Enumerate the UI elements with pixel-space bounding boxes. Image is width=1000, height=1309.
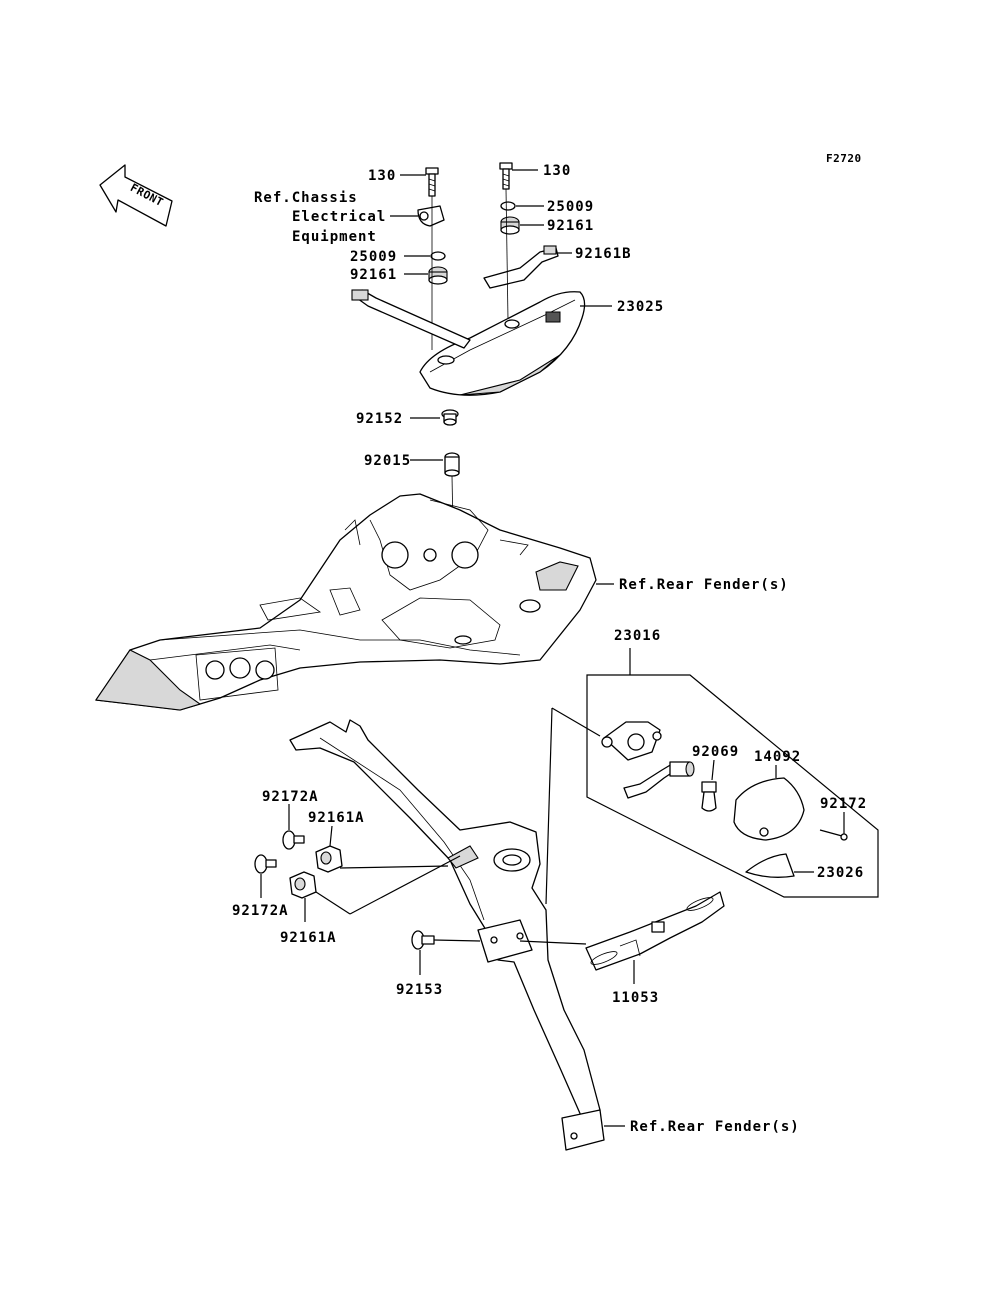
label-25009-left: 25009 (350, 249, 397, 265)
label-92161a-top: 92161A (308, 810, 365, 826)
figure-id: F2720 (826, 152, 862, 165)
screw-92172 (819, 829, 848, 841)
front-arrow-icon: FRONT (99, 164, 173, 227)
label-23025: 23025 (617, 299, 664, 315)
label-25009-right: 25009 (547, 199, 594, 215)
label-92015: 92015 (364, 453, 411, 469)
bulb-92069 (701, 781, 717, 812)
reflector-23026 (745, 853, 795, 878)
lamp-socket (623, 761, 695, 799)
label-92152: 92152 (356, 411, 403, 427)
grommet-92161a-bottom (289, 871, 317, 899)
rear-fender-body (95, 493, 597, 711)
label-92161-left: 92161 (350, 267, 397, 283)
label-92161a-bottom: 92161A (280, 930, 337, 946)
washer-25009-left (430, 251, 446, 261)
label-92069: 92069 (692, 744, 739, 760)
bracket-92161b (483, 245, 559, 289)
bolt-92153 (411, 930, 435, 950)
tail-lamp-23025 (351, 289, 586, 396)
label-92161b: 92161B (575, 246, 632, 262)
bolt-130-right (499, 162, 513, 190)
ref-rear-fender-lower: Ref.Rear Fender(s) (630, 1119, 800, 1135)
washer-25009-right (500, 201, 516, 211)
grommet-92161-left (428, 266, 448, 285)
bolt-130-left (425, 167, 439, 197)
fender-bracket (289, 719, 605, 1151)
label-11053: 11053 (612, 990, 659, 1006)
ref-rear-fender-upper: Ref.Rear Fender(s) (619, 577, 789, 593)
collar-92015 (444, 452, 460, 477)
ref-chassis-line3: Equipment (292, 229, 377, 245)
label-92172a-bottom: 92172A (232, 903, 289, 919)
grommet-92161-right (500, 216, 520, 235)
label-23016: 23016 (614, 628, 661, 644)
label-92172a-top: 92172A (262, 789, 319, 805)
grommet-92161a-top (315, 845, 343, 873)
label-130-left: 130 (368, 168, 396, 184)
label-92153: 92153 (396, 982, 443, 998)
label-130-right: 130 (543, 163, 571, 179)
bolt-92172a-bottom (254, 854, 277, 874)
plate-bracket-11053 (585, 891, 725, 971)
chassis-clamp (417, 205, 445, 227)
label-14092: 14092 (754, 749, 801, 765)
ref-chassis-line2: Electrical (292, 209, 386, 225)
assy-outline (586, 674, 879, 898)
lens-cover-14092 (733, 777, 805, 841)
collar-92152 (441, 409, 459, 426)
lamp-base (601, 721, 662, 761)
bolt-92172a-top (282, 830, 305, 850)
label-23026: 23026 (817, 865, 864, 881)
ref-chassis-line1: Ref.Chassis (254, 190, 358, 206)
label-92161-right: 92161 (547, 218, 594, 234)
label-92172: 92172 (820, 796, 867, 812)
